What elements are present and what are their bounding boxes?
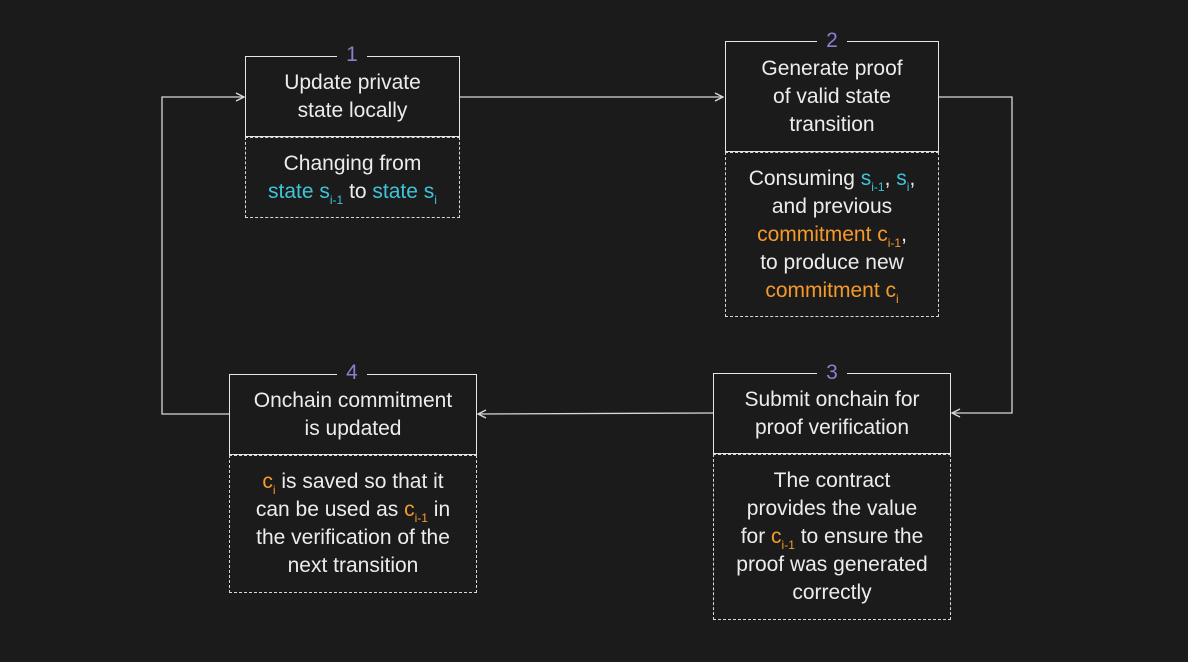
text-run: The contract xyxy=(773,469,891,492)
subscript: i xyxy=(272,483,276,497)
text-run: correctly xyxy=(792,581,872,604)
description-line: commitment ci xyxy=(749,277,916,305)
arrow-step2-to-step3 xyxy=(939,96,1013,413)
subscript: i-1 xyxy=(887,235,902,250)
text-run: to xyxy=(343,179,373,203)
step-4-title: Onchain commitment is updated xyxy=(253,388,453,440)
step-3-title: Submit onchain for proof verification xyxy=(744,387,920,439)
description-line: next transition xyxy=(256,552,450,580)
step-3-number: 3 xyxy=(817,361,847,385)
subscript: i xyxy=(906,179,910,194)
text-run: , xyxy=(909,166,916,190)
description-line: Changing from xyxy=(268,150,437,178)
description-line: and previous xyxy=(749,193,916,221)
text-run: to ensure the xyxy=(794,525,924,548)
description-line: to produce new xyxy=(749,249,916,277)
description-line: proof was generated xyxy=(736,551,927,579)
text-run: proof was generated xyxy=(736,553,928,576)
arrow-step4-to-step1 xyxy=(161,97,244,415)
description-line: ci is saved so that it xyxy=(256,468,450,496)
subscript: i xyxy=(896,291,899,306)
step-2-title: Generate proof of valid state transition xyxy=(761,56,903,136)
text-run: is saved so that it xyxy=(275,470,444,493)
text-run: Changing from xyxy=(283,151,422,175)
text-run: s xyxy=(860,166,872,190)
text-run: c xyxy=(404,498,415,521)
step-1-title: Update private state locally xyxy=(284,70,421,122)
text-run: next transition xyxy=(287,554,419,577)
subscript: i-1 xyxy=(781,538,795,552)
step-1-box: Update private state locally xyxy=(245,56,460,137)
description-line: state si-1 to state si xyxy=(268,178,437,206)
text-run: commitment c xyxy=(757,222,888,246)
text-run: Consuming xyxy=(748,166,861,190)
subscript: i-1 xyxy=(414,511,428,525)
step-2-box: Generate proof of valid state transition xyxy=(725,41,939,152)
text-run: the verification of the xyxy=(256,526,450,549)
description-line: the verification of the xyxy=(256,524,450,552)
step-4-number: 4 xyxy=(337,361,367,385)
subscript: i xyxy=(434,192,437,207)
text-run: c xyxy=(771,525,782,548)
description-line: Consuming si-1, si, xyxy=(749,165,916,193)
description-line: The contract xyxy=(736,467,927,495)
step-3-description: The contract provides the value for ci-1 t… xyxy=(713,454,951,620)
description-line: can be used as ci-1 in xyxy=(256,496,450,524)
text-run: for xyxy=(740,525,772,548)
text-run: to produce new xyxy=(760,250,904,274)
text-run: s xyxy=(896,166,907,190)
description-text: The contract provides the value for ci-1 t… xyxy=(736,467,927,607)
text-run: c xyxy=(262,470,273,493)
description-line: provides the value xyxy=(736,495,927,523)
subscript: i-1 xyxy=(871,179,885,194)
text-run: commitment c xyxy=(765,278,896,302)
description-line: for ci-1 to ensure the xyxy=(736,523,927,551)
text-run: can be used as xyxy=(255,498,405,521)
step-3-box: Submit onchain for proof verification xyxy=(713,373,951,454)
text-run: provides the value xyxy=(746,497,918,520)
text-run: , xyxy=(901,222,907,246)
text-run: state s xyxy=(268,179,330,203)
text-run: state s xyxy=(372,179,435,203)
step-4-box: Onchain commitment is updated xyxy=(229,374,477,455)
step-2-number: 2 xyxy=(817,29,847,53)
subscript: i-1 xyxy=(329,192,344,207)
text-run: in xyxy=(427,498,451,521)
arrow-step3-to-step4 xyxy=(478,413,714,414)
text-run: , xyxy=(884,166,897,190)
text-run: and previous xyxy=(771,194,893,218)
description-line: correctly xyxy=(736,579,927,607)
step-1-number: 1 xyxy=(337,43,367,67)
description-line: commitment ci-1, xyxy=(749,221,916,249)
